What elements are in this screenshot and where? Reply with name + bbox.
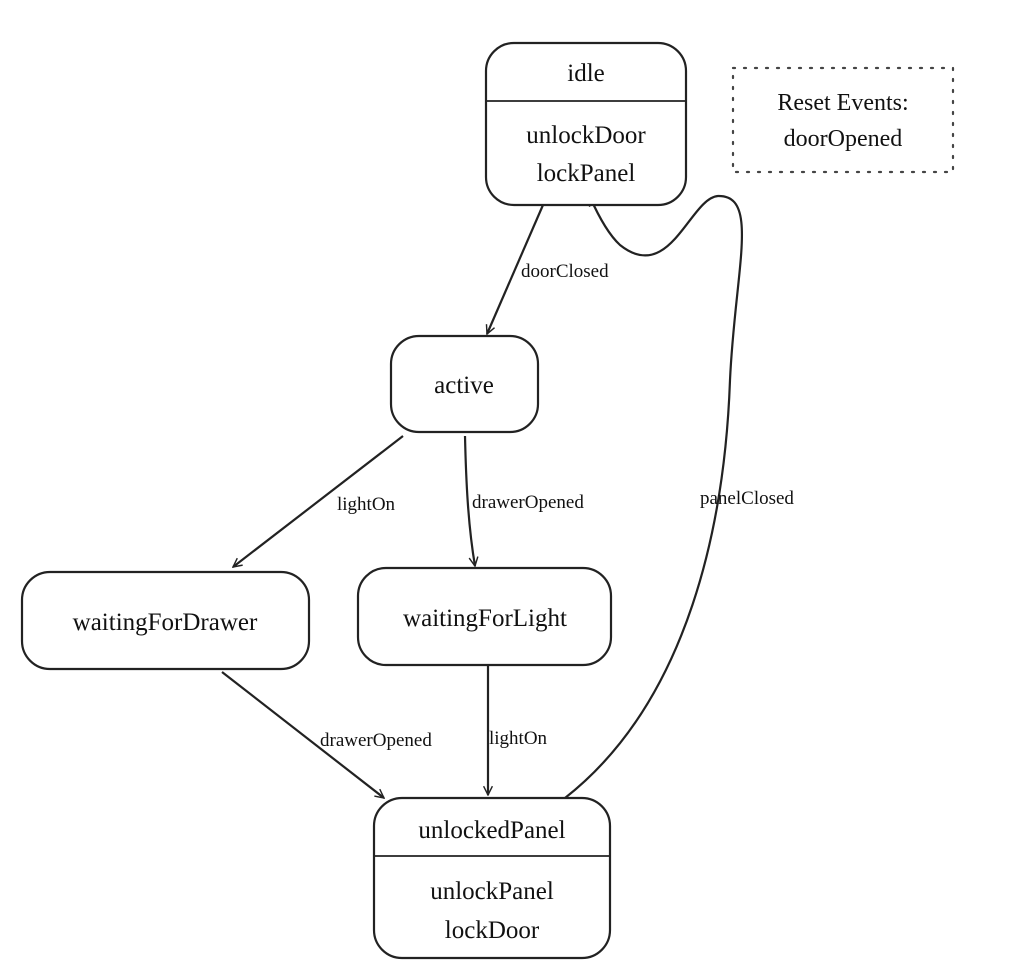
reset-events-note: Reset Events: doorOpened [731, 66, 955, 174]
state-title: active [434, 372, 494, 399]
state-title: idle [567, 60, 605, 87]
state-waitingForDrawer: waitingForDrawer [20, 570, 311, 671]
state-waitingForLight: waitingForLight [356, 566, 613, 667]
edge-label-lightOn-waiting: lightOn [489, 728, 548, 749]
edge-label-doorClosed: doorClosed [521, 261, 609, 282]
state-action: unlockPanel [430, 878, 554, 905]
state-title: waitingForLight [403, 605, 567, 632]
edge-doorClosed [487, 204, 545, 334]
edge-label-lightOn-active: lightOn [337, 494, 396, 515]
edge-panelClosed [564, 194, 744, 799]
note-event: doorOpened [784, 126, 903, 152]
edge-drawerOpened-active [463, 435, 475, 566]
state-action: unlockDoor [526, 122, 646, 149]
edge-drawerOpened-waiting [221, 671, 384, 798]
state-unlockedPanel: unlockedPanel unlockPanel lockDoor [372, 796, 612, 960]
state-idle: idle unlockDoor lockPanel [484, 41, 688, 207]
edge-label-panelClosed: panelClosed [700, 488, 794, 509]
state-action: lockPanel [537, 160, 636, 187]
state-title: unlockedPanel [418, 817, 565, 844]
note-title: Reset Events: [777, 90, 908, 116]
state-title: waitingForDrawer [73, 609, 258, 636]
edge-lightOn-active [233, 435, 404, 567]
state-action: lockDoor [445, 917, 540, 944]
state-active: active [389, 334, 540, 434]
edge-label-drawerOpened-active: drawerOpened [472, 492, 584, 513]
edge-label-drawerOpened-waiting: drawerOpened [320, 730, 432, 751]
